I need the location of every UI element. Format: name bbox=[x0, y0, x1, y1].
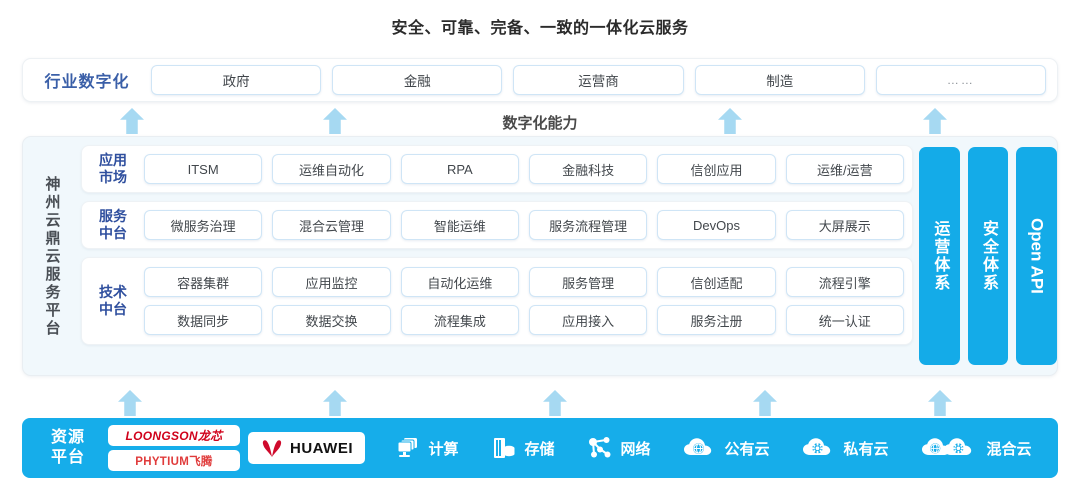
cell-process-integration[interactable]: 流程集成 bbox=[400, 305, 519, 335]
up-arrow-icon-bottom-5 bbox=[928, 390, 952, 416]
industry-chip-more[interactable]: …… bbox=[875, 65, 1047, 95]
vendor-logo-stack: LOONGSON龙芯 PHYTIUM飞腾 bbox=[108, 425, 240, 471]
pillar-operations-system[interactable]: 运营体系 bbox=[919, 147, 960, 365]
cell-row: 微服务治理 混合云管理 智能运维 服务流程管理 DevOps 大屏展示 bbox=[144, 210, 904, 240]
cell-intelligent-ops[interactable]: 智能运维 bbox=[400, 210, 519, 240]
band-label-line1: 服务 bbox=[99, 208, 127, 224]
cell-container-cluster[interactable]: 容器集群 bbox=[144, 267, 263, 297]
servers-icon bbox=[397, 438, 418, 457]
band-label-line2: 中台 bbox=[99, 225, 127, 241]
pillar-group: 运营体系 安全体系 Open API bbox=[919, 147, 1058, 365]
platform-bands: 应用 市场 ITSM 运维自动化 RPA 金融科技 信创应用 运维/运营 bbox=[81, 145, 913, 369]
band-label-service-platform: 服务 中台 bbox=[82, 208, 144, 242]
up-arrow-icon-bottom-3 bbox=[543, 390, 567, 416]
industry-chip-government[interactable]: 政府 bbox=[151, 65, 322, 95]
pillar-label-security: 安全体系 bbox=[980, 220, 997, 292]
capability-caption: 数字化能力 bbox=[502, 115, 578, 132]
cell-data-sync[interactable]: 数据同步 bbox=[144, 305, 263, 335]
resource-item-label: 存储 bbox=[524, 440, 555, 458]
resource-item-storage[interactable]: 存储 bbox=[491, 435, 555, 461]
cell-unified-auth[interactable]: 统一认证 bbox=[785, 305, 904, 335]
resource-item-public-cloud[interactable]: 公有云 bbox=[683, 436, 770, 460]
cell-row: ITSM 运维自动化 RPA 金融科技 信创应用 运维/运营 bbox=[144, 154, 904, 184]
cell-itsm[interactable]: ITSM bbox=[144, 154, 263, 184]
pillar-label-open-api: Open API bbox=[1027, 218, 1047, 294]
resource-platform-label: 资源 平台 bbox=[32, 428, 104, 468]
hybrid-cloud-icon bbox=[922, 438, 972, 455]
cell-automated-ops[interactable]: 自动化运维 bbox=[400, 267, 519, 297]
band-technology-platform: 技术 中台 容器集群 应用监控 自动化运维 服务管理 信创适配 流程引擎 数据同… bbox=[81, 257, 913, 345]
cell-service-management[interactable]: 服务管理 bbox=[528, 267, 648, 297]
industry-chip-operator[interactable]: 运营商 bbox=[513, 65, 684, 95]
pillar-label-operations: 运营体系 bbox=[931, 220, 949, 292]
industry-chip-manufacturing[interactable]: 制造 bbox=[694, 65, 865, 95]
cloud-service-platform-panel: 神州云鼎云服务平台 应用 市场 ITSM 运维自动化 RPA 金融科技 信创应用… bbox=[22, 136, 1058, 376]
loongson-logo: LOONGSON龙芯 bbox=[108, 425, 240, 446]
band-label-application-market: 应用 市场 bbox=[82, 152, 144, 186]
band-label-line1: 应用 bbox=[99, 152, 127, 168]
huawei-flower-icon bbox=[262, 440, 282, 457]
phytium-logo: PHYTIUM飞腾 bbox=[108, 450, 240, 471]
storage-icon bbox=[494, 438, 515, 458]
band-label-line1: 技术 bbox=[99, 284, 127, 300]
resource-item-private-cloud[interactable]: 私有云 bbox=[802, 436, 889, 460]
cell-devops[interactable]: DevOps bbox=[657, 210, 776, 240]
loongson-logo-text: LOONGSON龙芯 bbox=[125, 429, 223, 443]
pillar-open-api[interactable]: Open API bbox=[1016, 147, 1058, 365]
band-label-line2: 市场 bbox=[99, 169, 127, 185]
cell-hybrid-cloud-mgmt[interactable]: 混合云管理 bbox=[272, 210, 391, 240]
resource-item-label: 网络 bbox=[620, 440, 651, 458]
cell-app-access[interactable]: 应用接入 bbox=[528, 305, 648, 335]
band-label-technology-platform: 技术 中台 bbox=[82, 284, 144, 318]
cell-app-monitoring[interactable]: 应用监控 bbox=[272, 267, 391, 297]
page-title: 安全、可靠、完备、一致的一体化云服务 bbox=[391, 20, 689, 37]
public-cloud-icon bbox=[684, 438, 712, 455]
resource-item-label: 计算 bbox=[428, 440, 459, 458]
resource-item-list: 计算 存储 bbox=[379, 435, 1048, 461]
industry-row-label: 行业数字化 bbox=[44, 74, 130, 91]
cell-big-screen-display[interactable]: 大屏展示 bbox=[785, 210, 904, 240]
platform-vertical-label-text: 神州云鼎云服务平台 bbox=[43, 176, 61, 338]
cell-ops-automation[interactable]: 运维自动化 bbox=[272, 154, 391, 184]
industry-row: 行业数字化 政府 金融 运营商 制造 …… bbox=[22, 58, 1058, 102]
private-cloud-icon bbox=[803, 438, 831, 455]
band-body-application-market: ITSM 运维自动化 RPA 金融科技 信创应用 运维/运营 bbox=[144, 154, 912, 184]
phytium-logo-text: PHYTIUM飞腾 bbox=[135, 455, 213, 468]
cell-row: 数据同步 数据交换 流程集成 应用接入 服务注册 统一认证 bbox=[144, 305, 904, 335]
band-service-platform: 服务 中台 微服务治理 混合云管理 智能运维 服务流程管理 DevOps 大屏展… bbox=[81, 201, 913, 249]
resource-item-hybrid-cloud[interactable]: 混合云 bbox=[921, 436, 1032, 460]
huawei-logo: HUAWEI bbox=[248, 432, 365, 464]
cell-xinchuang-adaptation[interactable]: 信创适配 bbox=[657, 267, 776, 297]
resource-item-label: 公有云 bbox=[724, 440, 770, 458]
cell-fintech[interactable]: 金融科技 bbox=[528, 154, 648, 184]
cell-rpa[interactable]: RPA bbox=[400, 154, 519, 184]
cell-xinchuang-app[interactable]: 信创应用 bbox=[657, 154, 776, 184]
band-body-service-platform: 微服务治理 混合云管理 智能运维 服务流程管理 DevOps 大屏展示 bbox=[144, 210, 912, 240]
cell-microservice-governance[interactable]: 微服务治理 bbox=[144, 210, 263, 240]
resource-label-line2: 平台 bbox=[50, 449, 85, 466]
resource-platform-bar: 资源 平台 LOONGSON龙芯 PHYTIUM飞腾 HUAWEI bbox=[22, 418, 1058, 478]
platform-vertical-label: 神州云鼎云服务平台 bbox=[23, 137, 81, 377]
band-label-line2: 中台 bbox=[99, 301, 127, 317]
cell-service-process-mgmt[interactable]: 服务流程管理 bbox=[528, 210, 648, 240]
resource-label-line1: 资源 bbox=[50, 429, 85, 446]
huawei-logo-text: HUAWEI bbox=[290, 439, 353, 457]
band-body-technology-platform: 容器集群 应用监控 自动化运维 服务管理 信创适配 流程引擎 数据同步 数据交换… bbox=[144, 267, 912, 335]
pillar-security-system[interactable]: 安全体系 bbox=[967, 147, 1009, 365]
up-arrow-icon-bottom-1 bbox=[118, 390, 142, 416]
up-arrow-icon-bottom-4 bbox=[753, 390, 777, 416]
cell-row: 容器集群 应用监控 自动化运维 服务管理 信创适配 流程引擎 bbox=[144, 267, 904, 297]
resource-item-label: 私有云 bbox=[843, 440, 889, 458]
network-icon bbox=[589, 437, 611, 458]
resource-item-compute[interactable]: 计算 bbox=[395, 435, 459, 461]
cell-ops-operations[interactable]: 运维/运营 bbox=[785, 154, 904, 184]
up-arrow-icon-bottom-2 bbox=[323, 390, 347, 416]
resource-item-network[interactable]: 网络 bbox=[587, 435, 651, 461]
cell-service-registry[interactable]: 服务注册 bbox=[657, 305, 776, 335]
cell-process-engine[interactable]: 流程引擎 bbox=[785, 267, 904, 297]
industry-chip-finance[interactable]: 金融 bbox=[332, 65, 503, 95]
band-application-market: 应用 市场 ITSM 运维自动化 RPA 金融科技 信创应用 运维/运营 bbox=[81, 145, 913, 193]
cell-data-exchange[interactable]: 数据交换 bbox=[272, 305, 391, 335]
resource-item-label: 混合云 bbox=[986, 440, 1032, 458]
